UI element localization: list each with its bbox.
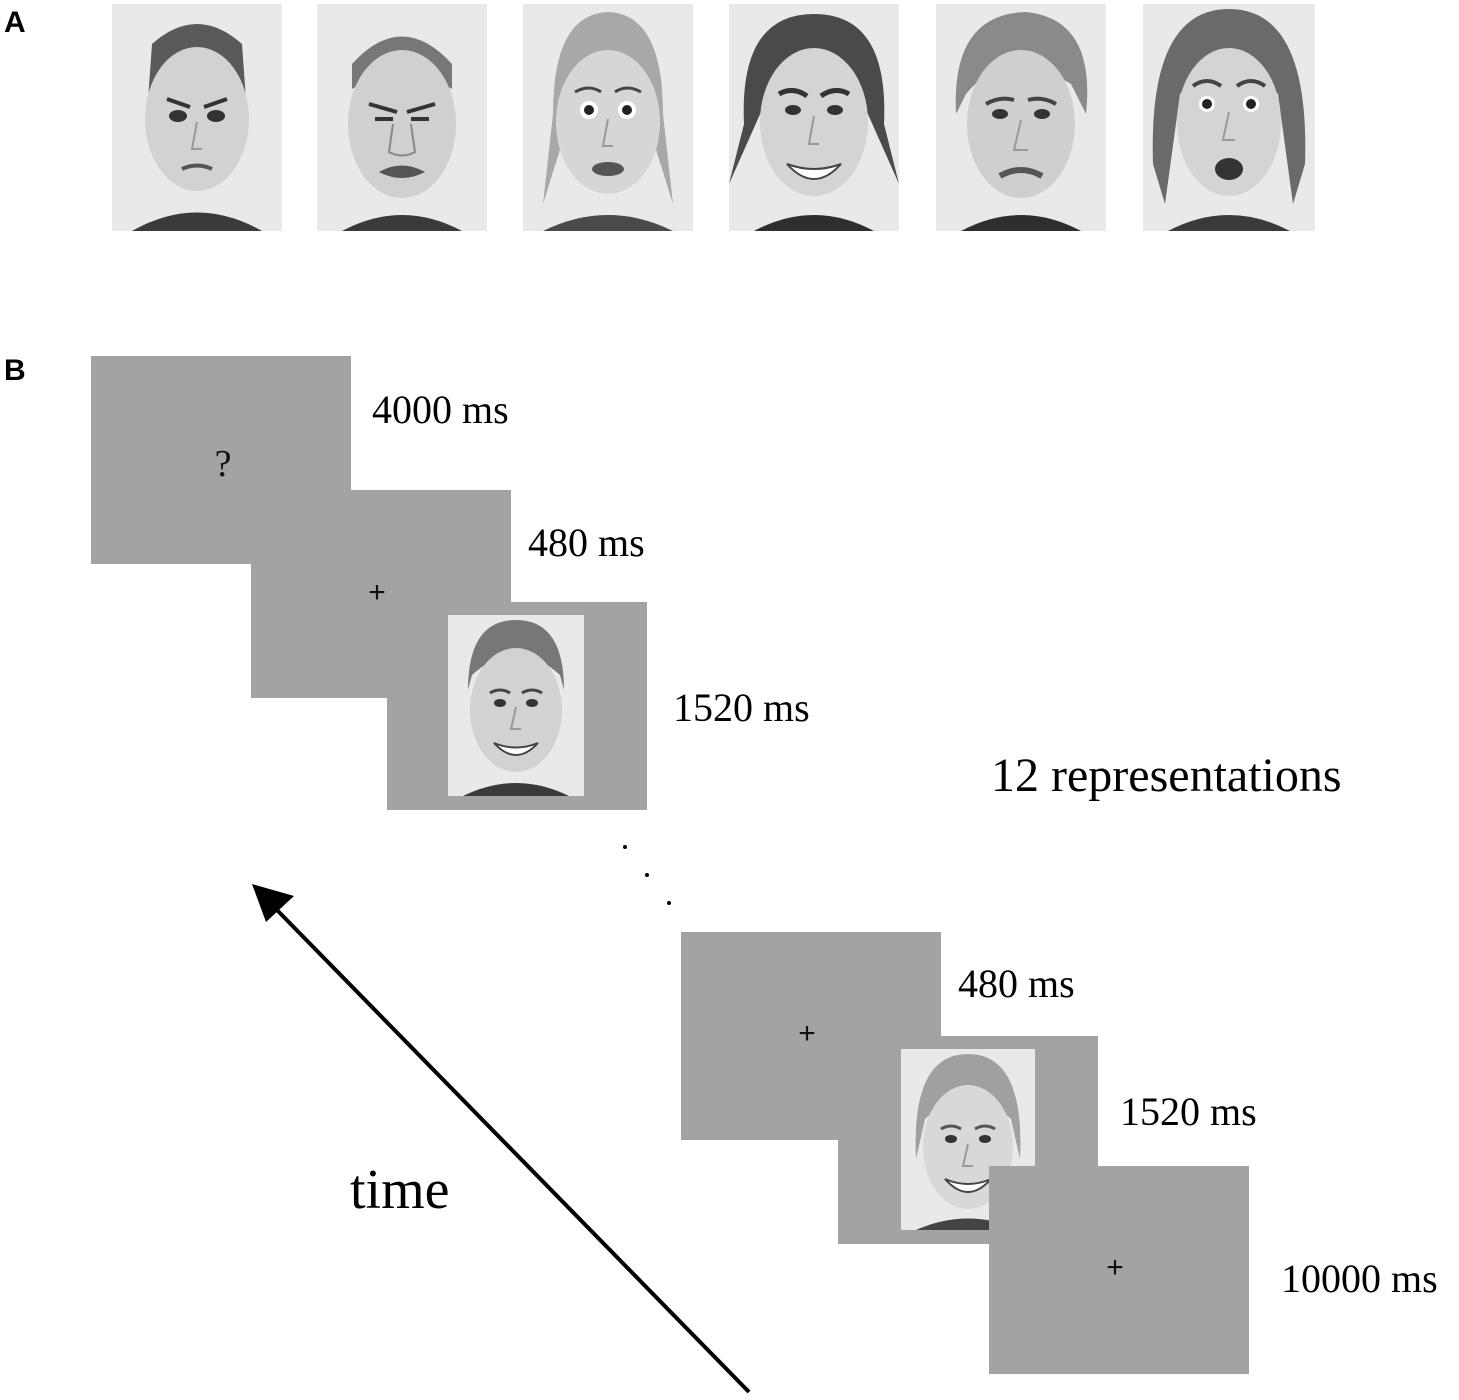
arrow-head-icon (252, 884, 294, 922)
face-sadness-icon (936, 4, 1106, 231)
face-happiness-icon (729, 4, 899, 231)
ellipsis-dot-3 (667, 901, 671, 905)
face-fear-icon (523, 4, 693, 231)
face-photo-happiness (729, 4, 899, 231)
duration-label-3: 1520 ms (673, 685, 810, 730)
duration-label-2: 480 ms (528, 520, 645, 565)
face-happy-male-icon (448, 615, 584, 796)
screen-fixation-3: + (989, 1166, 1249, 1374)
time-label: time (350, 1159, 450, 1221)
duration-label-4: 480 ms (958, 961, 1075, 1006)
fixation-cross-1: + (368, 576, 386, 609)
ellipsis-dot-2 (645, 873, 649, 877)
face-photo-happy-male (448, 615, 584, 796)
ellipsis-dot-1 (623, 845, 627, 849)
screen-face-1 (387, 602, 647, 810)
panel-label-b: B (4, 354, 26, 387)
face-surprise-icon (1143, 4, 1315, 231)
duration-label-1: 4000 ms (372, 387, 509, 432)
face-happy-female-icon (901, 1049, 1035, 1230)
face-anger-icon (112, 4, 282, 231)
duration-label-5: 1520 ms (1120, 1089, 1257, 1134)
face-photo-anger (112, 4, 282, 231)
duration-label-6: 10000 ms (1281, 1256, 1438, 1301)
panel-label-a: A (4, 6, 26, 39)
fixation-cross-2: + (798, 1017, 816, 1050)
fixation-cross-3: + (1106, 1251, 1124, 1284)
face-photo-sadness (936, 4, 1106, 231)
face-disgust-icon (317, 4, 487, 231)
face-photo-surprise (1143, 4, 1315, 231)
question-mark: ? (214, 443, 232, 485)
face-photo-disgust (317, 4, 487, 231)
face-photo-fear (523, 4, 693, 231)
repetitions-label: 12 representations (991, 749, 1342, 802)
